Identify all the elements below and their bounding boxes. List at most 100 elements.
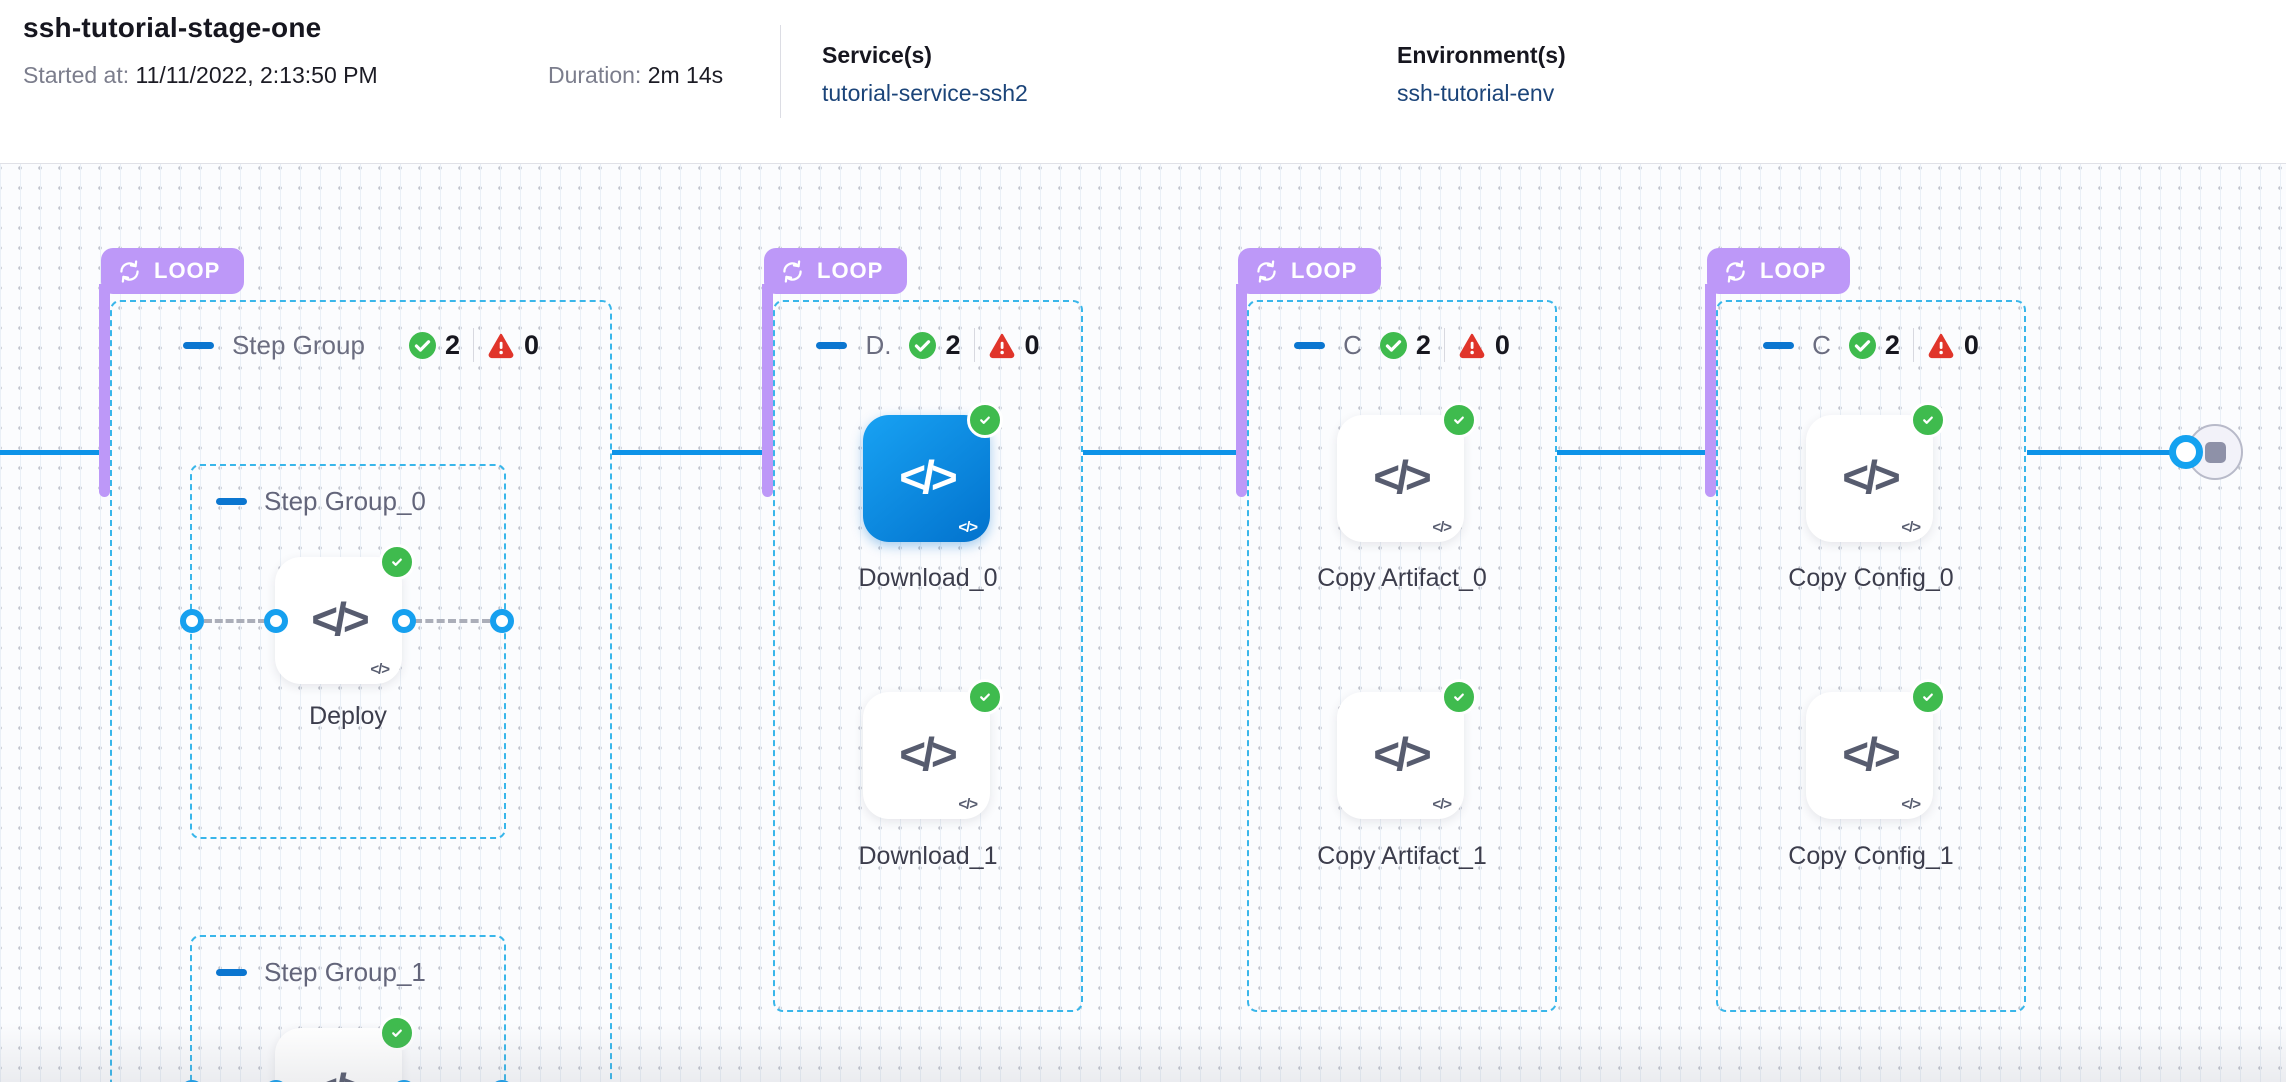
step-success-badge-icon — [1910, 679, 1946, 715]
connector-port[interactable] — [180, 609, 204, 633]
loop-badge-label: LOOP — [154, 258, 221, 283]
status-divider — [973, 328, 975, 362]
group-title: Step Group — [231, 329, 365, 360]
pipeline-graph-canvas[interactable]: LOOP LOOP LOOP LOOP Step Group 2 0 — [0, 164, 2286, 1082]
step-card-copy-artifact-0[interactable]: </> </> — [1337, 402, 1477, 542]
code-step-icon: </> — [311, 592, 369, 645]
success-count-icon — [909, 331, 937, 359]
edge-segment — [1083, 450, 1247, 455]
failed-count: 0 — [523, 329, 540, 360]
edge-segment — [2027, 450, 2182, 455]
group-header: C 2 0 — [1249, 328, 1555, 362]
step-card[interactable]: </> </> — [275, 1015, 415, 1082]
success-count-icon — [408, 331, 436, 359]
step-success-badge-icon — [379, 544, 415, 580]
group-copy-config[interactable]: C 2 0 </> </> Copy Config_0 </> </> Copy… — [1716, 300, 2026, 1012]
failed-count: 0 — [1963, 329, 1979, 360]
group-download[interactable]: D. 2 0 </> </> Download_0 </> </> Downlo… — [773, 300, 1083, 1012]
collapse-minus-icon[interactable] — [1294, 341, 1326, 349]
loop-icon — [1253, 258, 1280, 285]
group-title: D. — [865, 329, 892, 360]
edge-segment — [0, 450, 112, 455]
status-divider — [1443, 328, 1445, 362]
subgroup-step-group-0[interactable]: Step Group_0 </> </> Deploy — [180, 464, 514, 839]
code-step-icon: </> — [1842, 450, 1900, 503]
environments-label: Environment(s) — [1397, 42, 1566, 68]
failed-count-icon — [988, 331, 1016, 359]
success-count: 2 — [444, 329, 460, 360]
failed-count-icon — [1927, 331, 1955, 359]
code-step-icon: </> — [1373, 450, 1431, 503]
status-divider — [472, 328, 474, 362]
code-step-icon: </> — [1373, 727, 1431, 780]
loop-strategy-bar — [99, 284, 110, 497]
step-label: Copy Artifact_0 — [1317, 564, 1487, 592]
success-count-icon — [1848, 331, 1876, 359]
step-success-badge-icon — [1441, 402, 1477, 438]
duration: Duration: 2m 14s — [548, 62, 723, 89]
loop-badge-label: LOOP — [1760, 258, 1827, 283]
group-status: 2 0 — [909, 328, 1040, 362]
failed-count: 0 — [1494, 329, 1510, 360]
dashed-connector — [414, 619, 490, 623]
code-step-icon: </> — [899, 727, 957, 780]
collapse-minus-icon[interactable] — [816, 341, 848, 349]
success-count: 2 — [1884, 329, 1900, 360]
status-divider — [1912, 328, 1914, 362]
connector-port[interactable] — [264, 609, 288, 633]
step-card-copy-config-1[interactable]: </> </> — [1806, 679, 1946, 819]
failed-count-icon — [487, 331, 515, 359]
group-header: Step Group 2 0 — [112, 328, 610, 362]
step-label: Deploy — [309, 702, 387, 730]
group-status: 2 0 — [408, 328, 540, 362]
subgroup-title: Step Group_1 — [264, 957, 426, 987]
collapse-minus-icon[interactable] — [1763, 341, 1795, 349]
failed-count: 0 — [1024, 329, 1040, 360]
group-status: 2 0 — [1379, 328, 1510, 362]
step-label: Copy Config_0 — [1788, 564, 1954, 592]
group-title: C — [1812, 329, 1831, 360]
step-card-copy-artifact-1[interactable]: </> </> — [1337, 679, 1477, 819]
step-card-download-0[interactable]: </> </> — [863, 402, 1003, 542]
header-divider — [780, 25, 781, 118]
service-link[interactable]: tutorial-service-ssh2 — [822, 80, 1028, 106]
code-step-mini-icon: </> — [370, 661, 390, 678]
collapse-minus-icon[interactable] — [216, 498, 247, 505]
group-status: 2 0 — [1848, 328, 1979, 362]
code-step-mini-icon: </> — [1432, 796, 1452, 813]
stage-header: ssh-tutorial-stage-one Started at: 11/11… — [0, 0, 2286, 164]
collapse-minus-icon[interactable] — [216, 969, 247, 976]
step-card-copy-config-0[interactable]: </> </> — [1806, 402, 1946, 542]
code-step-icon: </> — [311, 1063, 369, 1082]
subgroup-step-group-1[interactable]: Step Group_1 </> </> — [180, 935, 514, 1082]
edge-segment — [612, 450, 773, 455]
loop-strategy-bar — [1705, 284, 1716, 497]
success-count-icon — [1379, 331, 1407, 359]
group-step-group[interactable]: Step Group 2 0 Step Group_0 </> </> — [110, 300, 612, 1082]
group-header: D. 2 0 — [775, 328, 1081, 362]
step-card-deploy[interactable]: </> </> — [275, 544, 415, 684]
connector-port[interactable] — [490, 609, 514, 633]
loop-badge: LOOP — [1707, 248, 1851, 294]
code-step-icon: </> — [1842, 727, 1900, 780]
connector-port[interactable] — [392, 609, 416, 633]
loop-strategy-bar — [1236, 284, 1247, 497]
collapse-minus-icon[interactable] — [182, 341, 214, 349]
duration-value: 2m 14s — [647, 62, 724, 88]
loop-strategy-bar — [762, 284, 773, 497]
step-success-badge-icon — [1441, 679, 1477, 715]
step-label: Copy Artifact_1 — [1317, 842, 1487, 870]
success-count: 2 — [1415, 329, 1431, 360]
step-label: Copy Config_1 — [1788, 842, 1954, 870]
loop-icon — [1722, 258, 1749, 285]
dashed-connector — [204, 619, 266, 623]
group-copy-artifact[interactable]: C 2 0 </> </> Copy Artifact_0 </> </> Co… — [1247, 300, 1557, 1012]
step-label: Download_0 — [858, 564, 998, 592]
loop-badge: LOOP — [764, 248, 908, 294]
loop-icon — [116, 258, 143, 285]
code-step-icon: </> — [899, 450, 957, 503]
subgroup-header: Step Group_0 — [216, 486, 426, 517]
step-card-download-1[interactable]: </> </> — [863, 679, 1003, 819]
environment-link[interactable]: ssh-tutorial-env — [1397, 80, 1555, 106]
step-success-badge-icon — [967, 679, 1003, 715]
